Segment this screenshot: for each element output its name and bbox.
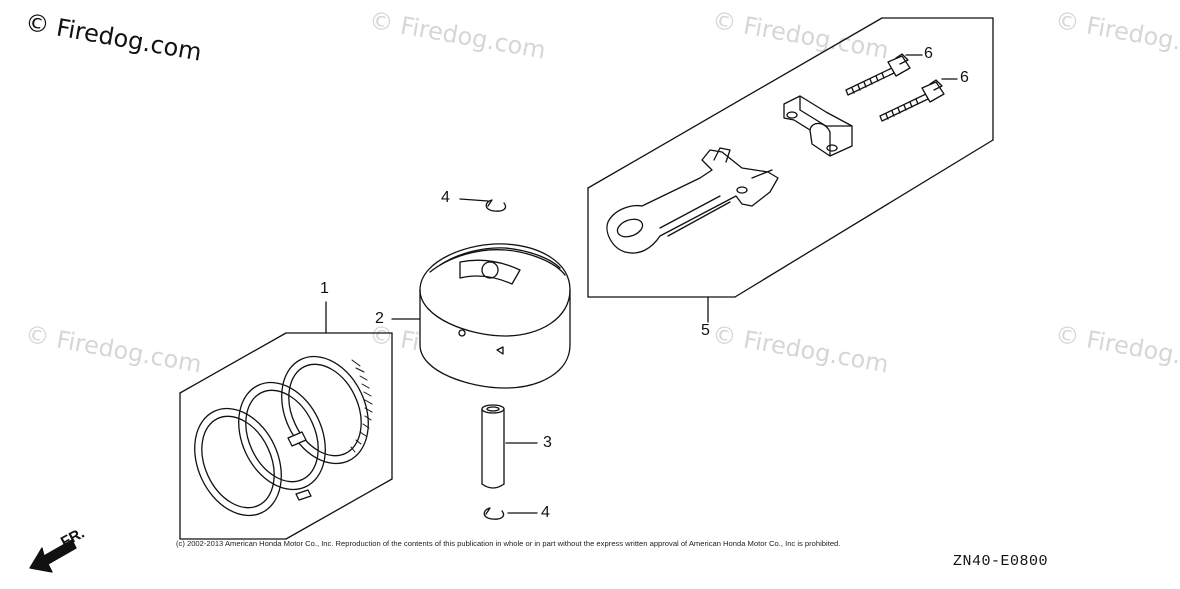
connecting-rod bbox=[606, 147, 779, 254]
callout-3: 3 bbox=[543, 434, 552, 451]
connecting-rod-set-outline bbox=[587, 17, 994, 298]
piston-pin-clip-top bbox=[485, 199, 507, 212]
piston-ring-set-outline bbox=[179, 332, 393, 540]
piston bbox=[419, 243, 571, 389]
callout-4-bottom: 4 bbox=[541, 504, 550, 521]
callout-4-top: 4 bbox=[441, 189, 450, 206]
callout-6-bottom: 6 bbox=[960, 69, 969, 86]
connecting-rod-cap bbox=[783, 95, 853, 157]
leader-4a bbox=[459, 198, 489, 202]
callout-6-top: 6 bbox=[924, 45, 933, 62]
front-direction-arrow bbox=[29, 539, 77, 573]
rod-bolt-1 bbox=[845, 53, 911, 96]
piston-rings bbox=[194, 355, 373, 517]
callout-1: 1 bbox=[320, 280, 329, 297]
callout-2: 2 bbox=[375, 310, 384, 327]
callout-5: 5 bbox=[701, 322, 710, 339]
diagram-code: ZN40-E0800 bbox=[953, 553, 1049, 570]
rod-bolt-2 bbox=[879, 79, 945, 122]
copyright-notice: (c) 2002-2013 American Honda Motor Co., … bbox=[176, 539, 841, 548]
piston-pin bbox=[481, 404, 505, 489]
piston-pin-clip-bottom bbox=[483, 507, 505, 520]
